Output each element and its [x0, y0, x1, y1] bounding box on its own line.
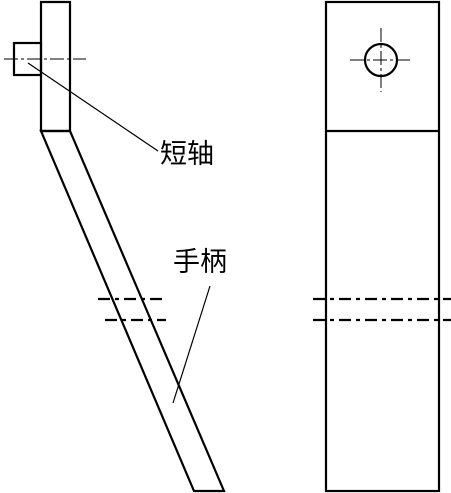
side-view [4, 0, 226, 493]
upper-plate-outline [39, 0, 72, 133]
handle-label: 手柄 [173, 247, 227, 278]
short-shaft-leader [27, 62, 159, 152]
handle-outline [39, 129, 226, 493]
front-outline [324, 0, 441, 493]
short-shaft-label: 短轴 [160, 139, 214, 170]
handle-leader [172, 285, 211, 404]
front-view [313, 0, 451, 493]
